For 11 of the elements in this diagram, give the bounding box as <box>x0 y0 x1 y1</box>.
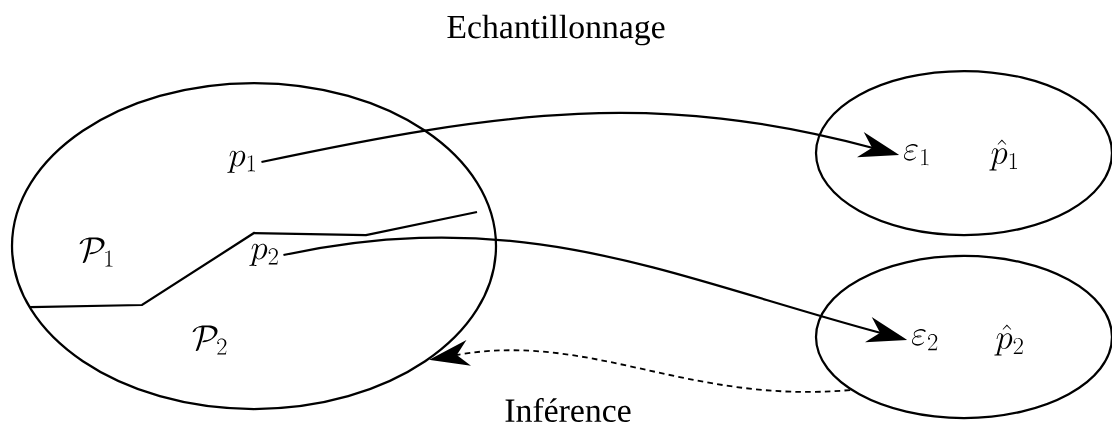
math-label: $p_2$ <box>249 243 278 266</box>
math-label: $\varepsilon_1$ <box>904 144 929 166</box>
math-label: $\hat{p}_1$ <box>989 139 1017 171</box>
math-label: $\varepsilon_2$ <box>912 329 938 351</box>
title: Echantillonnage <box>447 14 665 46</box>
math-label: $\mathcal{P}_2$ <box>192 325 227 355</box>
ellipse-shape <box>10 81 498 411</box>
math-label: $\mathcal{P}_1$ <box>79 237 113 267</box>
edge-label: Inférence <box>505 397 631 423</box>
math-label: $\hat{p}_2$ <box>994 324 1023 356</box>
math-label: $p_1$ <box>227 150 255 173</box>
